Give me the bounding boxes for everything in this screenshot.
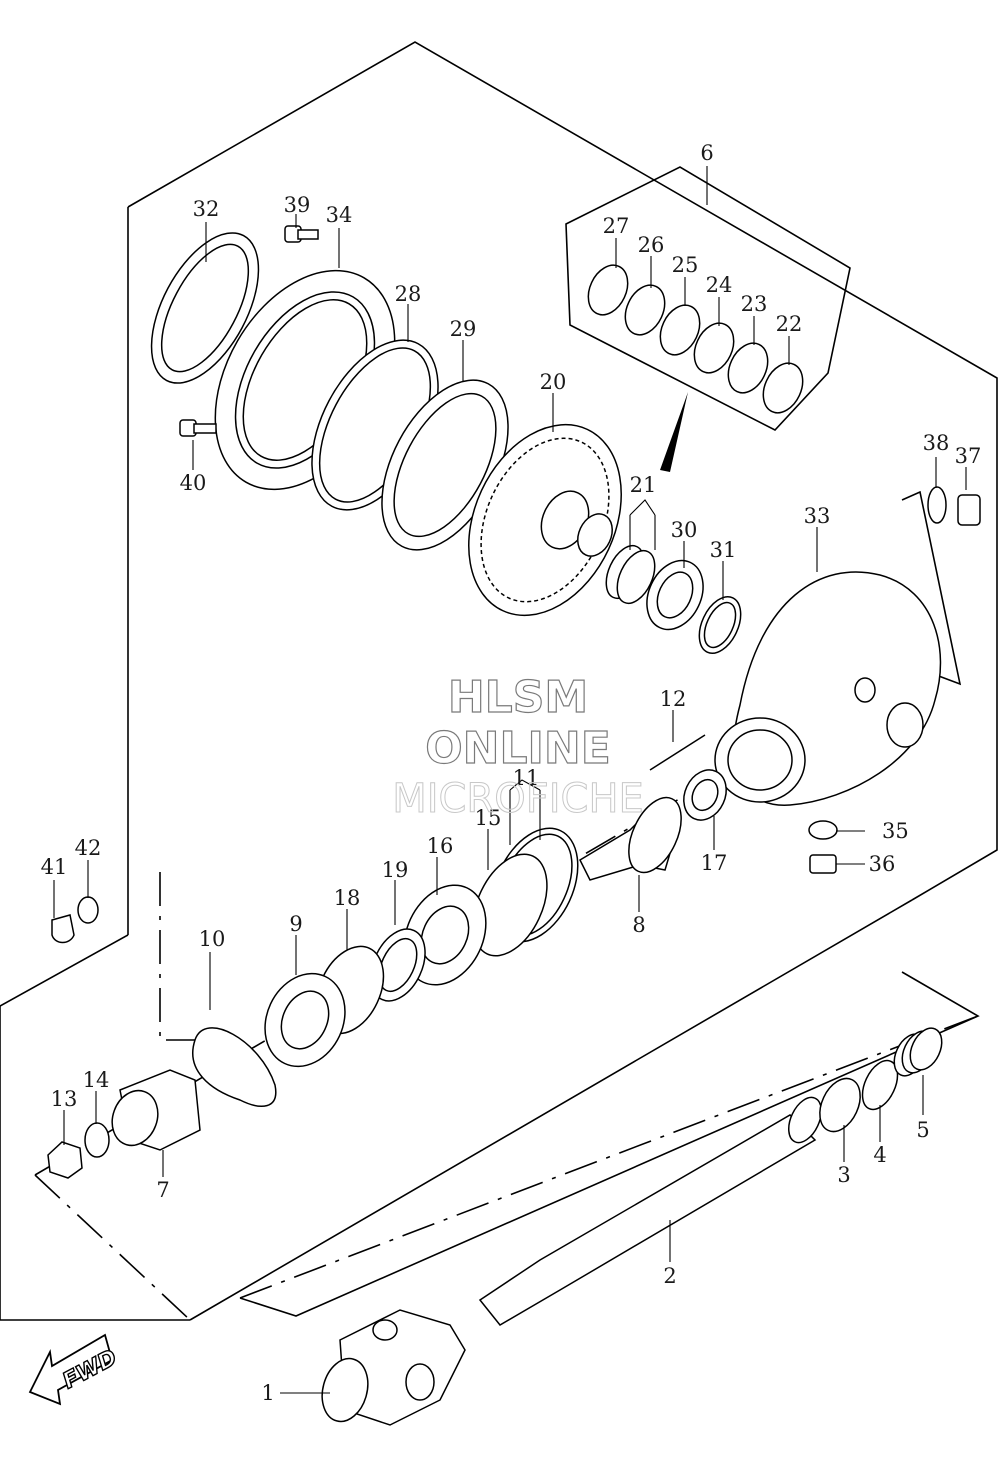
- drain-plug-36: [809, 854, 837, 874]
- watermark-line1: HLSM: [448, 672, 588, 723]
- label-38: 38: [923, 431, 950, 455]
- leader-lines: [53, 166, 967, 1394]
- nut-13: [47, 1141, 83, 1179]
- label-4: 4: [873, 1143, 886, 1167]
- label-12: 12: [660, 687, 687, 711]
- circlip-4: [861, 1059, 899, 1111]
- drive-pinion-8: [579, 796, 682, 881]
- label-36: 36: [869, 852, 896, 876]
- label-2: 2: [663, 1264, 676, 1288]
- gasket-leader-dash: [159, 872, 210, 1041]
- seal-31: [698, 596, 742, 654]
- kit-pointer: [660, 392, 688, 472]
- label-25: 25: [672, 253, 699, 277]
- label-33: 33: [804, 504, 831, 528]
- label-8: 8: [632, 913, 645, 937]
- bolt-39: [284, 225, 319, 243]
- label-1: 1: [261, 1381, 274, 1405]
- gasket-38: [927, 486, 947, 524]
- o-ring-3: [819, 1077, 861, 1133]
- part-labels: 6 32 39 34 28 29 20 40 27 26 25 24 23 22…: [41, 141, 982, 1405]
- ring-gear-20: [468, 423, 622, 617]
- final-gear-case-33: [714, 571, 942, 806]
- label-9: 9: [289, 912, 302, 936]
- propeller-shaft-2: [478, 1096, 822, 1326]
- label-21: 21: [630, 473, 657, 497]
- label-6: 6: [700, 141, 713, 165]
- stud-12: [649, 734, 706, 771]
- label-10: 10: [199, 927, 226, 951]
- bearing-nut-9: [264, 972, 346, 1068]
- washer-14: [84, 1122, 110, 1158]
- label-14: 14: [83, 1068, 110, 1092]
- needle-bearing-30: [646, 559, 704, 631]
- washer-42: [77, 896, 99, 924]
- shim-15: [472, 853, 548, 957]
- shims-21: [605, 544, 656, 605]
- bolt-40: [179, 419, 217, 437]
- label-5: 5: [916, 1118, 929, 1142]
- oil-seal-32: [150, 232, 260, 384]
- label-18: 18: [334, 886, 361, 910]
- washer-35: [808, 820, 838, 840]
- label-30: 30: [671, 518, 698, 542]
- label-39: 39: [284, 193, 311, 217]
- watermark-line3: MICROFICHE: [392, 776, 644, 822]
- label-35: 35: [882, 819, 909, 843]
- label-19: 19: [382, 858, 409, 882]
- fwd-arrow-icon: [28, 1333, 114, 1406]
- seal-kit-box-outline: [565, 166, 851, 431]
- oil-filler-plug-37: [957, 494, 981, 526]
- label-27: 27: [603, 214, 630, 238]
- fwd-arrow: FWD: [28, 1333, 122, 1406]
- oil-filler-bracket: [901, 490, 962, 686]
- label-22: 22: [776, 312, 803, 336]
- label-29: 29: [450, 317, 477, 341]
- bearing-17: [683, 769, 727, 821]
- label-3: 3: [837, 1163, 850, 1187]
- spring-5: [893, 1027, 943, 1077]
- o-rings-22-27: [587, 264, 804, 414]
- label-17: 17: [701, 851, 728, 875]
- universal-joint-1: [321, 1309, 466, 1426]
- label-32: 32: [193, 197, 220, 221]
- label-37: 37: [955, 444, 982, 468]
- watermark: HLSM ONLINE MICROFICHE: [392, 671, 645, 822]
- label-16: 16: [427, 834, 454, 858]
- label-15: 15: [475, 806, 502, 830]
- label-23: 23: [741, 292, 768, 316]
- label-41: 41: [41, 855, 68, 879]
- assembly-frame-upper: [0, 41, 998, 1007]
- watermark-line2: ONLINE: [425, 723, 611, 774]
- gasket-10: [192, 1027, 277, 1107]
- label-11: 11: [513, 766, 540, 790]
- label-7: 7: [156, 1178, 169, 1202]
- label-20: 20: [540, 370, 567, 394]
- cap-nut-41: [51, 914, 75, 944]
- label-31: 31: [710, 538, 737, 562]
- shaft-frame: [239, 971, 980, 1317]
- label-28: 28: [395, 282, 422, 306]
- label-26: 26: [638, 233, 665, 257]
- label-40: 40: [180, 471, 207, 495]
- label-42: 42: [75, 836, 102, 860]
- label-13: 13: [51, 1087, 78, 1111]
- label-24: 24: [706, 273, 733, 297]
- coupling-7: [111, 1069, 201, 1151]
- label-34: 34: [326, 203, 353, 227]
- seal-19: [370, 928, 426, 1002]
